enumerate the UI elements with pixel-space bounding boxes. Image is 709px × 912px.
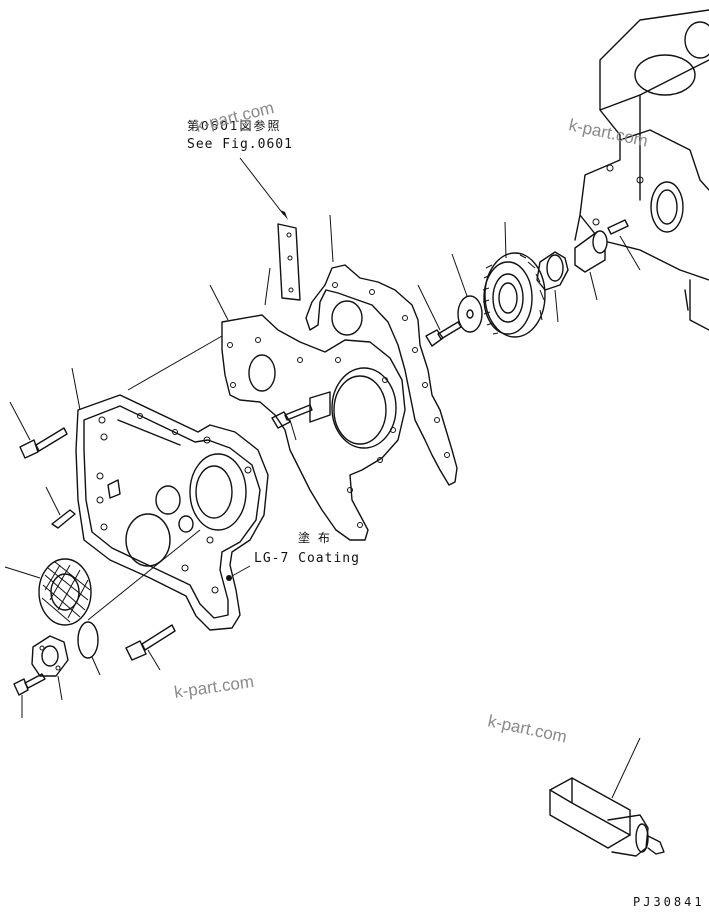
- cover-bolt-long: [125, 624, 176, 671]
- cover-bolt-upper: [9, 401, 68, 459]
- reference-note-jp: 第0601図参照: [187, 118, 282, 133]
- oil-seal: [4, 558, 92, 626]
- drawing-code: PJ30841: [633, 895, 705, 909]
- engine-block: [574, 9, 709, 331]
- gasket: [305, 214, 458, 486]
- plate-bolt: [271, 404, 313, 441]
- watermark: k-part.com: [173, 672, 255, 702]
- cover-pin: [45, 486, 76, 529]
- installer-tool: [549, 737, 665, 857]
- idler-shaft: [574, 230, 608, 301]
- sealant-marker: [226, 565, 251, 581]
- front-cover: [71, 335, 269, 631]
- watermark: k-part.com: [486, 711, 568, 746]
- seal-leader: [87, 529, 201, 621]
- reference-bracket: [239, 157, 301, 306]
- reference-note-en: See Fig.0601: [187, 137, 293, 152]
- coating-note-jp: 塗 布: [298, 530, 332, 545]
- gear-bolt: [417, 284, 462, 347]
- coating-note-en: LG-7 Coating: [254, 551, 360, 566]
- front-plate: [209, 284, 406, 541]
- bushing: [536, 251, 569, 323]
- o-ring: [77, 621, 101, 676]
- cover-plate: [31, 635, 69, 701]
- cover-bolt-lower: [13, 673, 46, 718]
- idler-gear: [482, 221, 546, 338]
- thrust-washer: [451, 253, 483, 333]
- dowel-pin: [607, 219, 641, 271]
